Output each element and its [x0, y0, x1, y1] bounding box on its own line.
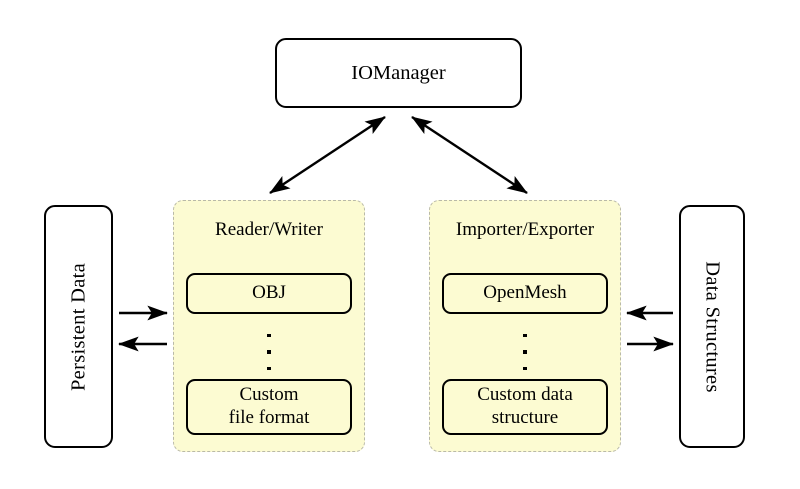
- node-openmesh-label: OpenMesh: [483, 282, 567, 304]
- node-data-structures[interactable]: Data Structures: [679, 205, 745, 448]
- reader-writer-ellipsis: [174, 334, 364, 370]
- node-custom-file-format-label: Custom file format: [229, 384, 310, 430]
- node-custom-data-structure-line2: structure: [491, 407, 559, 428]
- node-obj[interactable]: OBJ: [186, 273, 352, 314]
- node-persistent-data[interactable]: Persistent Data: [44, 205, 113, 448]
- panel-importer-exporter-title: Importer/Exporter: [455, 219, 595, 240]
- node-custom-file-format[interactable]: Custom file format: [186, 379, 352, 435]
- data-structures-label: Data Structures: [701, 260, 724, 393]
- node-custom-data-structure[interactable]: Custom data structure: [442, 379, 608, 435]
- arrow-manager-importer-exporter: [411, 115, 528, 195]
- node-io-manager[interactable]: IOManager: [275, 38, 522, 108]
- node-obj-label: OBJ: [252, 282, 286, 304]
- panel-reader-writer[interactable]: Reader/Writer OBJ Custom file format: [173, 200, 365, 452]
- arrow-manager-reader-writer: [269, 115, 386, 195]
- io-manager-label: IOManager: [351, 61, 446, 84]
- node-custom-file-format-line2: file format: [228, 407, 310, 428]
- node-custom-file-format-line1: Custom: [239, 384, 299, 406]
- importer-exporter-ellipsis: [430, 334, 620, 370]
- node-custom-data-structure-line1: Custom data: [477, 384, 573, 406]
- node-openmesh[interactable]: OpenMesh: [442, 273, 608, 314]
- panel-importer-exporter[interactable]: Importer/Exporter OpenMesh Custom data s…: [429, 200, 621, 452]
- node-custom-data-structure-label: Custom data structure: [477, 384, 573, 430]
- persistent-data-label: Persistent Data: [67, 262, 89, 391]
- panel-reader-writer-title: Reader/Writer: [215, 219, 323, 240]
